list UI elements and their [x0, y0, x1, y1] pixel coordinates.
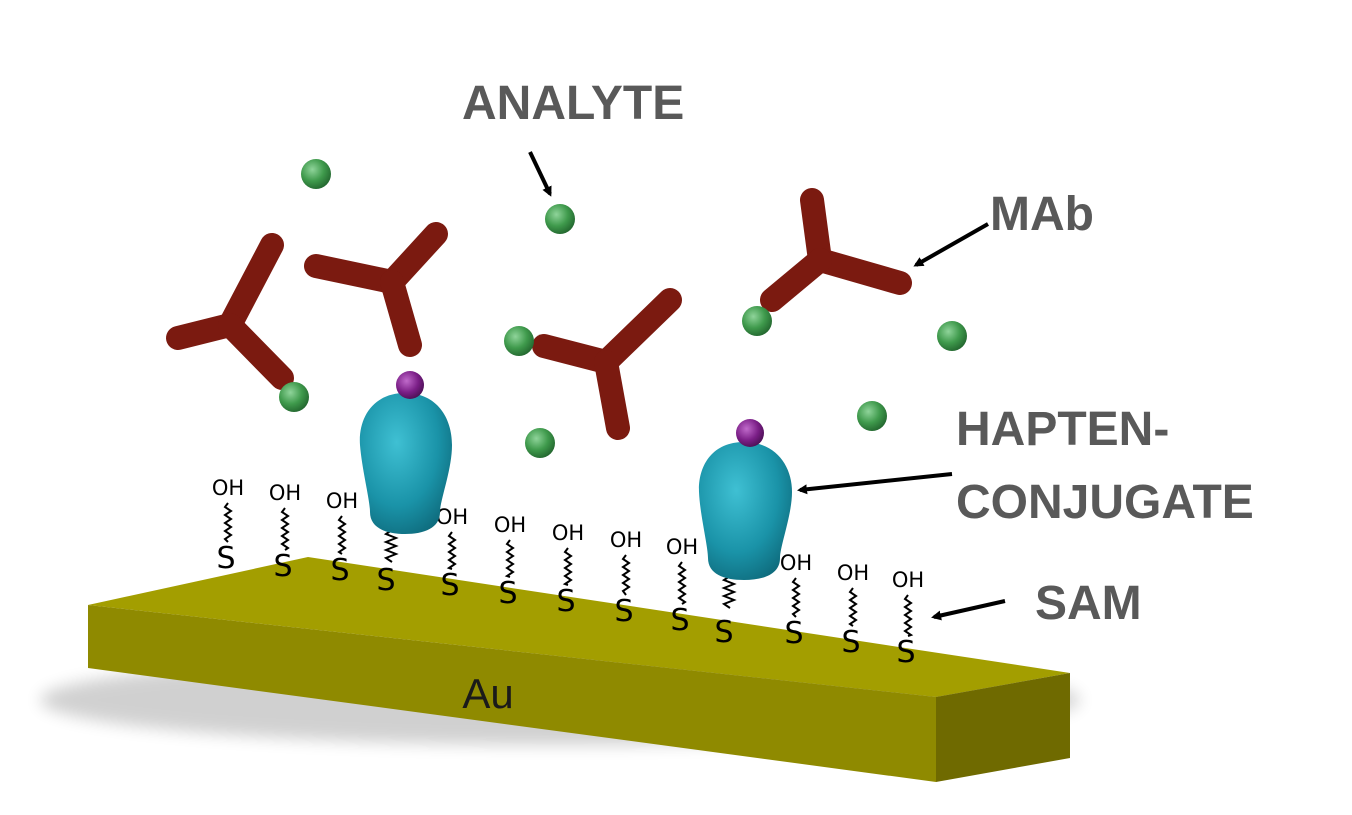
analyte-dot — [937, 321, 967, 351]
sam-arrow — [931, 599, 1006, 621]
hydroxyl-label: OH — [666, 535, 698, 559]
sulfur-label: S — [376, 563, 395, 598]
thiol-chain: OH S — [326, 489, 358, 588]
hapten-conjugate-label-line2: CONJUGATE — [956, 476, 1254, 529]
antibody-1 — [166, 233, 294, 390]
pointer-arrows — [528, 151, 1006, 621]
alkyl-chain — [621, 554, 631, 596]
hydroxyl-label: OH — [837, 561, 869, 585]
gold-front-face — [88, 605, 936, 782]
hapten-conjugate-right — [698, 419, 792, 609]
alkyl-chain — [337, 515, 347, 555]
hydroxyl-label: OH — [892, 568, 924, 592]
sulfur-label: S — [273, 549, 292, 584]
hydroxyl-label: OH — [610, 528, 642, 552]
hapten-conjugate-left — [359, 371, 452, 563]
gold-top-face — [88, 557, 1070, 697]
thiol-chain: OH S — [494, 513, 526, 611]
analyte-dot — [279, 382, 309, 412]
conjugate-tether — [383, 529, 399, 563]
conjugate-arrow — [797, 472, 953, 495]
conjugate-body — [359, 393, 452, 534]
antibody-3 — [532, 288, 682, 440]
conjugate-tether — [721, 575, 737, 609]
antibody-4 — [760, 188, 912, 312]
antibody-2 — [304, 222, 448, 357]
gold-substrate — [40, 557, 1080, 782]
hapten-icon — [736, 419, 764, 447]
gold-side-face — [936, 673, 1070, 782]
analytes — [279, 159, 967, 458]
hydroxyl-label: OH — [436, 505, 468, 529]
analyte-dot — [742, 306, 772, 336]
thiol-chain: OH S — [892, 568, 924, 670]
alkyl-chain — [791, 577, 801, 618]
analyte-dot — [545, 204, 575, 234]
thiol-chain: OH S — [780, 551, 812, 651]
analyte-arrow — [528, 151, 552, 197]
analyte-label: ANALYTE — [462, 77, 684, 130]
analyte-dot — [857, 401, 887, 431]
analyte-dot — [504, 326, 534, 356]
alkyl-chain — [446, 531, 457, 570]
hydroxyl-label: OH — [780, 551, 812, 575]
mab-arrow — [913, 222, 989, 267]
thiol-chain: OH S — [610, 528, 642, 629]
thiol-chain: OH S — [436, 505, 468, 603]
hydroxyl-label: OH — [552, 521, 584, 545]
antibodies — [166, 188, 912, 440]
thiol-chain: OH S — [837, 561, 869, 660]
hapten-conjugate-label-line1: HAPTEN- — [956, 403, 1169, 456]
sulfur-label: S — [841, 625, 860, 660]
alkyl-chain — [280, 507, 290, 551]
thiol-chain: OH S — [552, 521, 584, 619]
alkyl-chain — [848, 587, 858, 627]
alkyl-chain — [504, 539, 515, 578]
sulfur-label: S — [440, 568, 459, 603]
thiol-chain: OH S — [212, 476, 244, 576]
sulfur-label: S — [784, 616, 803, 651]
sulfur-label: S — [714, 615, 733, 650]
alkyl-chain — [562, 547, 573, 586]
au-label: Au — [462, 670, 513, 717]
hydroxyl-label: OH — [326, 489, 358, 513]
conjugate-body — [698, 442, 792, 580]
alkyl-chain — [223, 502, 233, 543]
sulfur-label: S — [614, 594, 633, 629]
sam-label: SAM — [1035, 577, 1142, 630]
sulfur-label: S — [896, 635, 915, 670]
sulfur-label: S — [498, 576, 517, 611]
mab-label: MAb — [990, 188, 1094, 241]
analyte-dot — [301, 159, 331, 189]
thiol-chain: OH S — [269, 481, 301, 584]
hydroxyl-label: OH — [269, 481, 301, 505]
sulfur-label: S — [670, 603, 689, 638]
sulfur-label: S — [216, 541, 235, 576]
thiol-chain: OH S — [666, 535, 698, 638]
sulfur-label: S — [330, 553, 349, 588]
alkyl-chain — [903, 594, 914, 637]
alkyl-chain — [677, 561, 687, 605]
hydroxyl-label: OH — [212, 476, 244, 500]
hydroxyl-label: OH — [494, 513, 526, 537]
analyte-dot — [525, 428, 555, 458]
hapten-icon — [396, 371, 424, 399]
sulfur-label: S — [556, 584, 575, 619]
